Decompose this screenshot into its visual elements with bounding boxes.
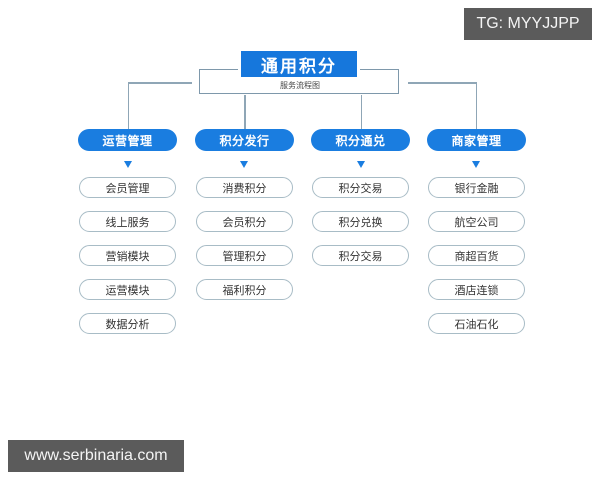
list-item: 石油石化 — [428, 313, 525, 334]
connector-left-vertical — [127, 82, 129, 129]
category-points-issuance: 积分发行 — [195, 129, 294, 151]
list-item: 运营模块 — [79, 279, 176, 300]
list-item: 福利积分 — [196, 279, 293, 300]
arrow-down-icon — [124, 161, 132, 168]
connector-col3-vertical — [360, 95, 362, 129]
root-subtitle: 服务流程图 — [280, 81, 320, 90]
list-item: 线上服务 — [79, 211, 176, 232]
category-operations-management: 运营管理 — [78, 129, 177, 151]
list-item: 商超百货 — [428, 245, 525, 266]
connector-left-horizontal — [128, 82, 192, 84]
watermark-bottom: www.serbinaria.com — [8, 440, 184, 472]
arrow-down-icon — [357, 161, 365, 168]
list-item: 航空公司 — [428, 211, 525, 232]
list-item: 营销模块 — [79, 245, 176, 266]
list-item: 消费积分 — [196, 177, 293, 198]
connector-col2-vertical — [244, 95, 246, 129]
list-item: 酒店连锁 — [428, 279, 525, 300]
list-item: 银行金融 — [428, 177, 525, 198]
category-merchant-management: 商家管理 — [427, 129, 526, 151]
watermark-top: TG: MYYJJPP — [464, 8, 592, 40]
arrow-down-icon — [240, 161, 248, 168]
connector-right-horizontal — [408, 82, 476, 84]
list-item: 积分交易 — [312, 245, 409, 266]
connector-right-vertical — [475, 82, 477, 129]
root-title-frame: 通用积分 — [238, 48, 360, 80]
root-title: 通用积分 — [241, 51, 357, 77]
arrow-down-icon — [472, 161, 480, 168]
list-item: 积分交易 — [312, 177, 409, 198]
list-item: 会员积分 — [196, 211, 293, 232]
category-points-exchange: 积分通兑 — [311, 129, 410, 151]
list-item: 会员管理 — [79, 177, 176, 198]
list-item: 数据分析 — [79, 313, 176, 334]
list-item: 积分兑换 — [312, 211, 409, 232]
list-item: 管理积分 — [196, 245, 293, 266]
